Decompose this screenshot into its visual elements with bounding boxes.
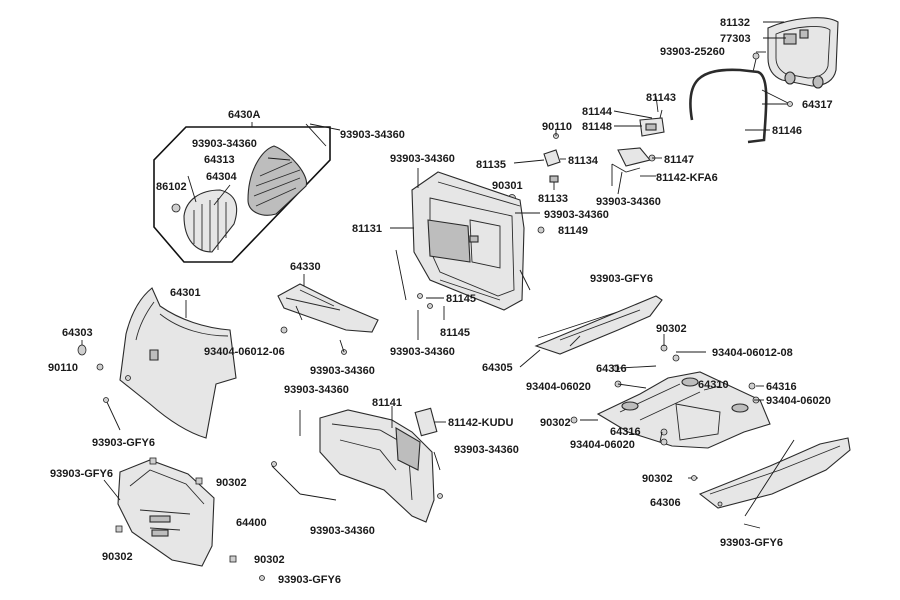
label-81135: 81135 xyxy=(476,159,506,171)
label-81142-KFA6: 81142-KFA6 xyxy=(656,172,718,184)
label-90302-d: 90302 xyxy=(642,473,673,485)
clip-icon xyxy=(77,340,87,356)
label-64400: 64400 xyxy=(236,517,267,529)
label-81131: 81131 xyxy=(352,223,382,235)
label-64316-a: 64316 xyxy=(596,363,627,375)
label-93903-34360-j: 93903-34360 xyxy=(310,525,375,537)
screw-icon xyxy=(96,363,104,371)
label-93903-34360-b: 93903-34360 xyxy=(544,209,609,221)
screw-icon xyxy=(570,344,760,446)
label-93404-06012-06: 93404-06012-06 xyxy=(204,346,285,358)
clip-part-81133 xyxy=(549,175,559,183)
screw-icon xyxy=(259,575,265,581)
label-93903-GFY6-b: 93903-GFY6 xyxy=(92,437,155,449)
label-81146: 81146 xyxy=(772,125,802,137)
emblem-part-81142 xyxy=(414,407,438,437)
label-93903-34360-h: 93903-34360 xyxy=(284,384,349,396)
hinge-part xyxy=(639,109,665,137)
label-93903-34360-f: 93903-34360 xyxy=(390,346,455,358)
label-81145-b: 81145 xyxy=(440,327,470,339)
grille-part-64313 xyxy=(247,145,307,216)
floor-panel-64310 xyxy=(596,371,771,449)
label-81145-a: 81145 xyxy=(446,293,476,305)
side-cover-64306 xyxy=(698,437,851,509)
label-64303: 64303 xyxy=(62,327,93,339)
label-81133: 81133 xyxy=(538,193,568,205)
label-90110-left: 90110 xyxy=(48,362,78,374)
label-81142-KUDU: 81142-KUDU xyxy=(448,417,513,429)
label-93404-06020-b: 93404-06020 xyxy=(766,395,831,407)
label-64330: 64330 xyxy=(290,261,321,273)
label-93903-34360-c: 93903-34360 xyxy=(340,129,405,141)
label-81141: 81141 xyxy=(372,397,402,409)
label-64306: 64306 xyxy=(650,497,681,509)
clip-icon xyxy=(115,457,237,563)
label-93903-GFY6-d: 93903-GFY6 xyxy=(720,537,783,549)
label-93903-GFY6-a: 93903-GFY6 xyxy=(590,273,653,285)
label-6430A: 6430A xyxy=(228,109,260,121)
label-93404-06020-c: 93404-06020 xyxy=(570,439,635,451)
screw-icon xyxy=(171,203,181,213)
label-64304: 64304 xyxy=(206,171,237,183)
label-81148: 81148 xyxy=(582,121,612,133)
front-cover-64301 xyxy=(119,287,237,439)
label-93903-34360-e: 93903-34360 xyxy=(390,153,455,165)
label-64310: 64310 xyxy=(698,379,729,391)
floor-side-part-64305 xyxy=(534,295,663,355)
screw-icon xyxy=(417,226,545,309)
label-93903-34360-a: 93903-34360 xyxy=(596,196,661,208)
label-93404-06012-08: 93404-06012-08 xyxy=(712,347,793,359)
label-64313: 64313 xyxy=(204,154,235,166)
label-77303: 77303 xyxy=(720,33,751,45)
label-81147: 81147 xyxy=(664,154,694,166)
label-90110-top: 90110 xyxy=(542,121,572,133)
label-81149: 81149 xyxy=(558,225,588,237)
grille-group-outline xyxy=(153,126,331,263)
label-93903-34360-i: 93903-34360 xyxy=(454,444,519,456)
latch-part xyxy=(611,147,656,173)
screw-icon xyxy=(752,52,760,73)
label-93404-06020-a: 93404-06020 xyxy=(526,381,591,393)
screw-icon xyxy=(271,461,443,499)
front-grille-part xyxy=(183,189,238,253)
screw-icon xyxy=(691,475,697,481)
label-90302-f: 90302 xyxy=(254,554,285,566)
label-93903-25260: 93903-25260 xyxy=(660,46,725,58)
bolt-icon xyxy=(761,89,793,107)
leg-shield-81141 xyxy=(319,409,435,523)
label-81132: 81132 xyxy=(720,17,750,29)
bracket-part-81134 xyxy=(543,133,561,167)
label-90302-e: 90302 xyxy=(102,551,133,563)
panel-part-64330 xyxy=(277,283,379,333)
screw-icon xyxy=(103,397,109,403)
label-90302-a: 90302 xyxy=(656,323,687,335)
storage-box-81131 xyxy=(411,171,525,311)
label-64316-b: 64316 xyxy=(766,381,797,393)
label-81134: 81134 xyxy=(568,155,599,167)
label-93903-GFY6-c: 93903-GFY6 xyxy=(50,468,113,480)
label-90302-c: 90302 xyxy=(216,477,247,489)
label-93903-34360-d: 93903-34360 xyxy=(192,138,257,150)
label-90302-b: 90302 xyxy=(540,417,571,429)
label-93903-GFY6-e: 93903-GFY6 xyxy=(278,574,341,586)
label-64305: 64305 xyxy=(482,362,513,374)
label-64316-c: 64316 xyxy=(610,426,641,438)
screw-icon xyxy=(280,326,347,355)
label-93903-34360-g: 93903-34360 xyxy=(310,365,375,377)
lid-part-81132 xyxy=(767,17,839,89)
label-64301: 64301 xyxy=(170,287,201,299)
lower-cover-64400 xyxy=(117,459,215,567)
label-64317: 64317 xyxy=(802,99,833,111)
label-81143: 81143 xyxy=(646,92,676,104)
label-81144: 81144 xyxy=(582,106,613,118)
seal-part-81146 xyxy=(689,68,768,144)
label-86102: 86102 xyxy=(156,181,187,193)
label-90301: 90301 xyxy=(492,180,523,192)
